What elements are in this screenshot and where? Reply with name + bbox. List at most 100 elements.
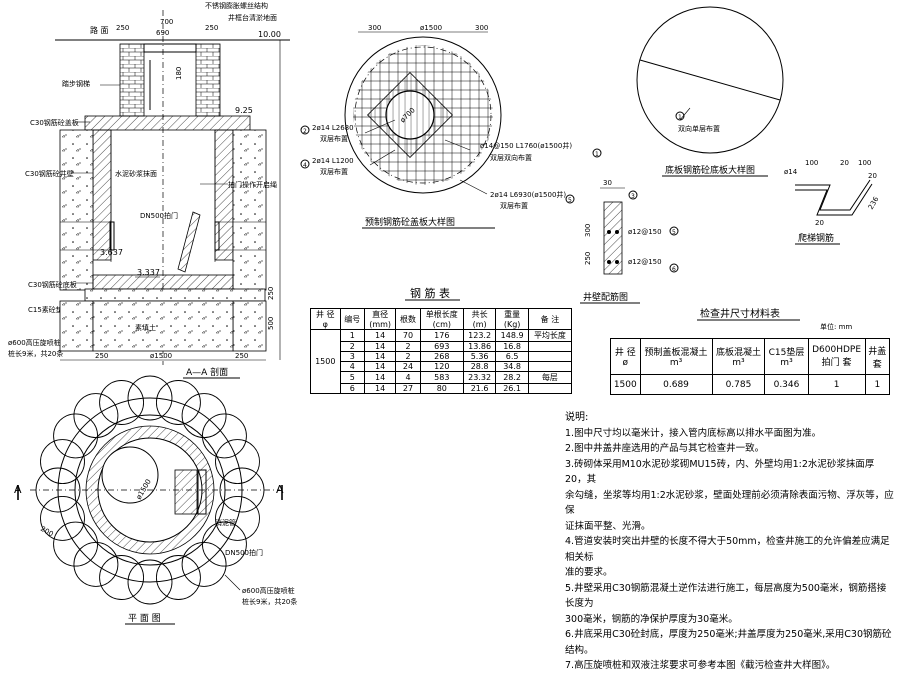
rebar-cell: 6.5 bbox=[495, 351, 529, 362]
hook-dim-20b: 20 bbox=[868, 172, 877, 180]
section-a-left: A bbox=[14, 483, 22, 496]
cover-ann-4b: 双层布置 bbox=[320, 167, 348, 176]
wall-r1: ø12@150 bbox=[628, 228, 662, 236]
plan-view: A A ø1500 200 消泥管 DN500拍门 ø600高压旋喷桩 桩长9米… bbox=[14, 375, 297, 625]
wall-dim-250: 250 bbox=[584, 252, 592, 265]
pile-note-1: ø600高压旋喷桩 bbox=[8, 338, 61, 347]
plan-title: 平 面 图 bbox=[128, 613, 161, 624]
base-n1: 1 bbox=[678, 114, 682, 121]
note-item: 6.井底采用C30砼封底，厚度为250毫米;井盖厚度为250毫米,采用C30钢筋… bbox=[565, 629, 892, 656]
cover-ann-2: 2ø14 L2680 bbox=[312, 124, 354, 132]
elev-b: 3.337 bbox=[137, 268, 160, 277]
rebar-cell: 28.2 bbox=[495, 371, 529, 384]
bucket-label: 消泥管 bbox=[215, 518, 236, 527]
elev-top: 10.00 bbox=[258, 30, 281, 39]
mr-1: 0.689 bbox=[639, 374, 713, 395]
rebar-cell: 80 bbox=[419, 383, 464, 394]
rh-6: 重量 (Kg) bbox=[495, 308, 529, 330]
rebar-cell: 1 bbox=[339, 329, 366, 342]
note-item: 4.管道安装时突出井壁的长度不得大于50mm，检查井施工的允许偏差应满足相关标 bbox=[565, 536, 890, 563]
pile-circle bbox=[40, 439, 85, 485]
base-detail: 1 双向单层布置 底板钢筋砼底板大样图 bbox=[636, 6, 784, 177]
pile-note-2: 桩长9米，共20条 bbox=[8, 349, 63, 358]
mr-0: 1500 bbox=[610, 374, 641, 395]
rebar-cell: 583 bbox=[419, 371, 464, 384]
rebar-cell: 13.86 bbox=[462, 341, 497, 352]
pile-circle bbox=[215, 495, 260, 541]
note-item: 5.井壁采用C30钢筋混凝土逆作法进行施工，每层高度为500毫米，钢筋搭接长度为 bbox=[565, 582, 887, 610]
wall-detail: 30 300 250 3 ø12@150 5 ø12@150 6 井壁配筋图 bbox=[580, 179, 679, 304]
cover-ann-4: 2ø14 L1200 bbox=[312, 157, 354, 165]
material-table-title: 检查井尺寸材料表 bbox=[700, 307, 780, 320]
rebar-cell: 120 bbox=[419, 361, 464, 372]
dim-250-bot-r: 250 bbox=[235, 352, 248, 360]
dim-700-top: 700 bbox=[160, 18, 173, 26]
wall-dim-300: 300 bbox=[584, 224, 592, 237]
rebar-cell: 14 bbox=[364, 371, 397, 384]
pile-circle bbox=[155, 555, 201, 600]
rebar-cell: 4 bbox=[339, 361, 366, 372]
pile-circle bbox=[99, 555, 145, 600]
dn500-label: DN500拍门 bbox=[140, 211, 178, 220]
cover-ann-5: 2ø14 L6930(ø1500井) bbox=[490, 190, 566, 199]
rebar-cell: 24 bbox=[395, 361, 421, 372]
pile-circle bbox=[53, 521, 99, 567]
rh-5: 共长 (m) bbox=[462, 308, 497, 330]
rh-4: 单根长度 (cm) bbox=[419, 308, 464, 330]
pile-circle bbox=[155, 380, 201, 425]
rebar-cell bbox=[527, 361, 573, 372]
rh-1: 编号 bbox=[339, 308, 366, 330]
cover-dim-1500: ø1500 bbox=[420, 24, 442, 32]
notes-list: 1.图中尺寸均以毫米计，接入管内底标高以排水平面图为准。2.图中井盖井座选用的产… bbox=[565, 426, 895, 674]
rebar-cell bbox=[527, 341, 573, 352]
pile-circle bbox=[127, 559, 173, 605]
wall-dim-30: 30 bbox=[603, 179, 612, 187]
pile-circle bbox=[201, 413, 247, 459]
rebar-cell: 2 bbox=[395, 351, 421, 362]
rebar-cell: 14 bbox=[364, 329, 397, 342]
hook-dim-20: 20 bbox=[840, 159, 849, 167]
note-item: 1.图中尺寸均以毫米计，接入管内底标高以排水平面图为准。 bbox=[565, 427, 822, 439]
rebar-cell: 每层 bbox=[527, 371, 573, 384]
plan-pile-note-2: 桩长9米，共20条 bbox=[242, 597, 297, 606]
material-table-row: 1500 0.689 0.785 0.346 1 1 bbox=[610, 374, 891, 395]
rh-3: 根数 bbox=[395, 308, 421, 330]
cover-dim-300b: 300 bbox=[475, 24, 488, 32]
rh-0: 井 径 φ bbox=[310, 308, 341, 330]
rebar-table-header: 井 径 φ 编号 直径 (mm) 根数 单根长度 (cm) 共长 (m) 重量 … bbox=[310, 308, 573, 330]
wall-n6: 6 bbox=[672, 266, 676, 273]
section-title: A—A 剖面 bbox=[186, 366, 228, 378]
rebar-cell: 23.32 bbox=[462, 371, 497, 384]
pile-circle bbox=[40, 495, 85, 541]
pile-circle bbox=[53, 413, 99, 459]
mr-2: 0.785 bbox=[711, 374, 766, 395]
cover-label: 不锈钢膨胀螺丝结构 bbox=[205, 1, 268, 10]
notes-heading: 说明: bbox=[565, 412, 589, 423]
rebar-cell bbox=[527, 383, 573, 394]
mr-3: 0.346 bbox=[764, 374, 809, 395]
note-item: 300毫米，钢筋的净保护厚度为30毫米。 bbox=[565, 613, 738, 625]
c30-base-label: C30钢筋砼底板 bbox=[28, 280, 77, 289]
road-label: 路 面 bbox=[90, 25, 109, 35]
rebar-cell: 14 bbox=[364, 351, 397, 362]
base-title: 底板钢筋砼底板大样图 bbox=[665, 164, 755, 176]
rh-7: 备 注 bbox=[527, 308, 573, 330]
note-item: 准的要求。 bbox=[565, 567, 613, 578]
dim-180: 180 bbox=[175, 67, 183, 80]
section-view: 路 面 250 700 690 250 不锈钢膨胀螺丝结构 井框台清淤地面 10… bbox=[8, 1, 290, 379]
rebar-cell: 176 bbox=[419, 329, 464, 342]
rebar-cell: 平均长度 bbox=[527, 329, 573, 342]
c15-label: C15素砼垫层 bbox=[28, 305, 70, 314]
mh-2: 底板混凝土 m³ bbox=[711, 338, 766, 375]
hook-dim-100b: 100 bbox=[858, 159, 871, 167]
elev-a: 3.637 bbox=[100, 248, 123, 257]
pile-circle bbox=[215, 439, 260, 485]
cover-n1: 1 bbox=[595, 151, 599, 158]
hook-title: 爬梯钢筋 bbox=[798, 232, 834, 244]
pile-circle bbox=[73, 393, 119, 439]
dim-1500-bot: ø1500 bbox=[150, 352, 172, 360]
